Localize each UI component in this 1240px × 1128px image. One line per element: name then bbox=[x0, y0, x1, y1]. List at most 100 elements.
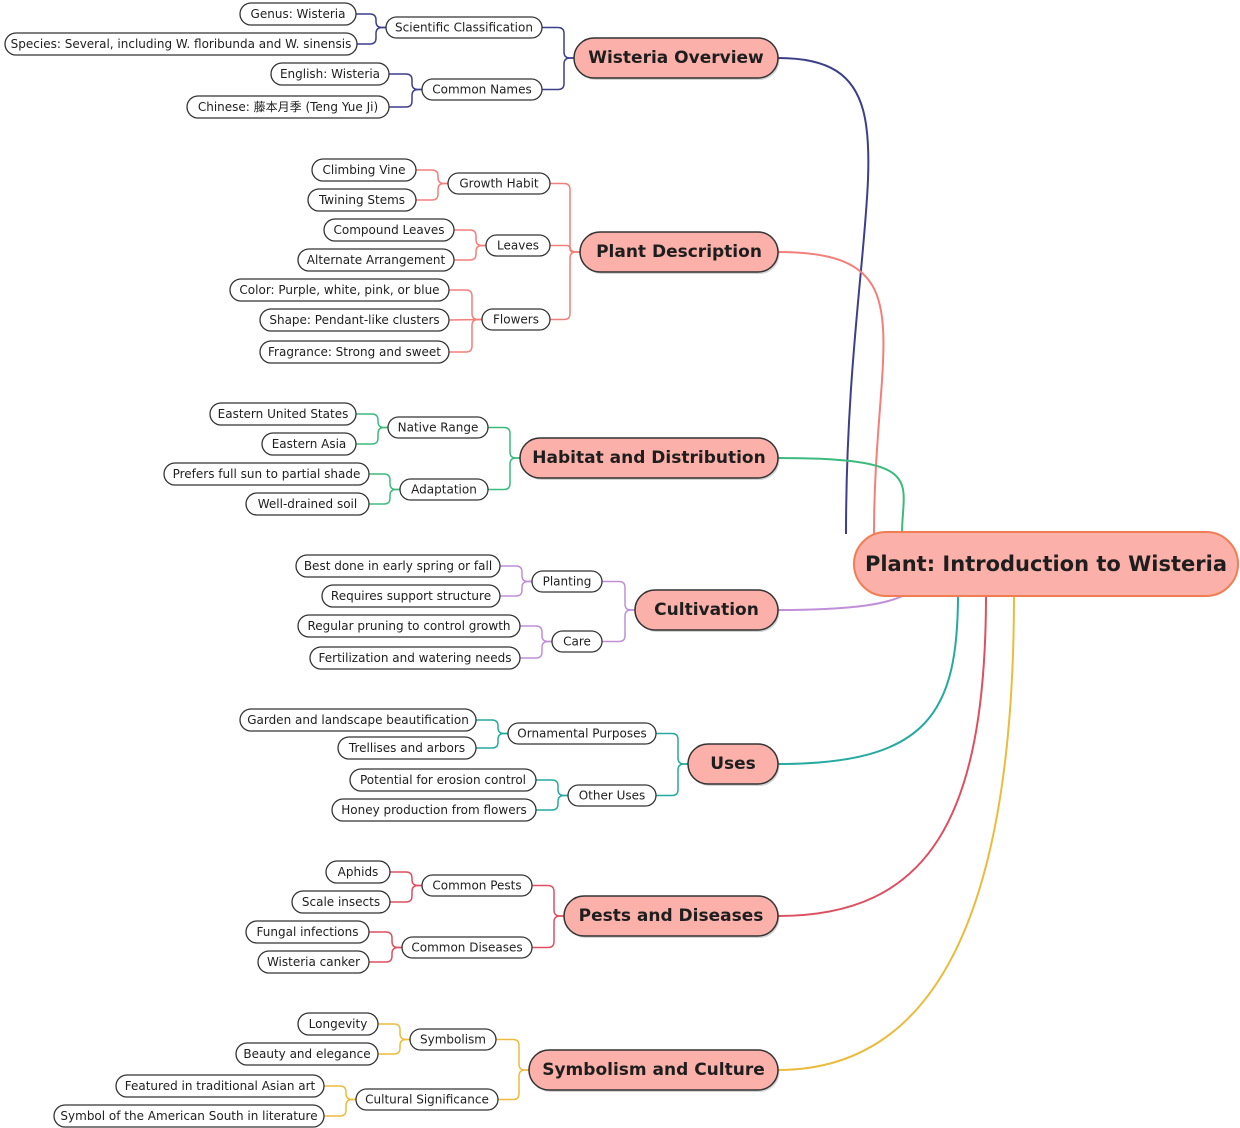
branch-habitat-and-distribution[interactable]: Habitat and Distribution bbox=[519, 437, 780, 480]
branch-uses[interactable]: Uses bbox=[687, 743, 780, 786]
leaf-well-drained-soil[interactable]: Well-drained soil bbox=[245, 492, 370, 516]
topic-common-diseases-label: Common Diseases bbox=[411, 941, 522, 955]
leaf-color-purple-white-pink-or-blue-shape bbox=[229, 278, 450, 302]
branch-uses-label: Uses bbox=[710, 754, 756, 774]
topic-common-pests-shape bbox=[421, 874, 533, 897]
topic-common-pests[interactable]: Common Pests bbox=[421, 874, 533, 897]
leaf-fragrance-strong-and-sweet-label: Fragrance: Strong and sweet bbox=[268, 345, 441, 359]
topic-adaptation[interactable]: Adaptation bbox=[399, 478, 489, 501]
leaf-english-wisteria[interactable]: English: Wisteria bbox=[270, 62, 390, 86]
leaf-climbing-vine[interactable]: Climbing Vine bbox=[311, 158, 417, 182]
edge-native-range-leaf-1 bbox=[356, 426, 388, 445]
root-node[interactable]: Plant: Introduction to Wisteria bbox=[853, 531, 1239, 597]
topic-ornamental-purposes[interactable]: Ornamental Purposes bbox=[507, 722, 657, 745]
edge-scientific-classification-leaf-1 bbox=[357, 26, 386, 45]
topic-cultural-significance[interactable]: Cultural Significance bbox=[355, 1088, 499, 1111]
edge-other-uses-leaf-0 bbox=[536, 779, 568, 797]
leaf-featured-in-traditional-asian-art[interactable]: Featured in traditional Asian art bbox=[115, 1074, 325, 1098]
branch-pests-and-diseases[interactable]: Pests and Diseases bbox=[563, 895, 780, 938]
edge-uses-ornamental-purposes bbox=[656, 732, 688, 765]
leaf-wisteria-canker[interactable]: Wisteria canker bbox=[257, 950, 370, 974]
topic-care[interactable]: Care bbox=[551, 630, 603, 653]
leaf-trellises-and-arbors[interactable]: Trellises and arbors bbox=[337, 736, 477, 760]
branch-wisteria-overview-shape bbox=[573, 37, 779, 79]
leaf-species-several-including-w-floribunda-a[interactable]: Species: Several, including W. floribund… bbox=[4, 32, 358, 56]
leaf-twining-stems-label: Twining Stems bbox=[318, 193, 405, 207]
branch-symbolism-and-culture[interactable]: Symbolism and Culture bbox=[528, 1049, 780, 1092]
topic-care-label: Care bbox=[563, 635, 591, 649]
branch-wisteria-overview[interactable]: Wisteria Overview bbox=[573, 37, 780, 80]
leaf-fungal-infections-label: Fungal infections bbox=[257, 925, 359, 939]
leaf-chinese-teng-yue-ji[interactable]: Chinese: 藤本月季 (Teng Yue Ji) bbox=[186, 95, 390, 119]
topic-leaves[interactable]: Leaves bbox=[485, 234, 551, 257]
topic-growth-habit-shape bbox=[447, 172, 551, 195]
leaf-longevity-label: Longevity bbox=[309, 1017, 368, 1031]
leaf-aphids-shape bbox=[325, 860, 391, 884]
leaf-eastern-united-states-shape bbox=[209, 402, 357, 426]
leaf-chinese-teng-yue-ji-label: Chinese: 藤本月季 (Teng Yue Ji) bbox=[198, 100, 378, 114]
topic-native-range-shape bbox=[387, 416, 489, 439]
branch-cultivation[interactable]: Cultivation bbox=[634, 589, 780, 632]
leaf-alternate-arrangement[interactable]: Alternate Arrangement bbox=[297, 248, 455, 272]
edge-planting-leaf-0 bbox=[500, 565, 532, 583]
leaf-regular-pruning-to-control-growth[interactable]: Regular pruning to control growth bbox=[297, 614, 521, 638]
leaf-fungal-infections-shape bbox=[245, 920, 370, 944]
leaf-garden-and-landscape-beautification[interactable]: Garden and landscape beautification bbox=[239, 708, 477, 732]
leaf-potential-for-erosion-control-label: Potential for erosion control bbox=[360, 773, 526, 787]
topic-planting[interactable]: Planting bbox=[531, 570, 603, 593]
topic-scientific-classification-shape bbox=[385, 16, 543, 39]
edge-pests-and-diseases-common-diseases bbox=[532, 915, 564, 949]
leaf-symbol-of-the-american-south-in-literatu[interactable]: Symbol of the American South in literatu… bbox=[53, 1104, 325, 1128]
topic-symbolism[interactable]: Symbolism bbox=[409, 1028, 497, 1051]
branch-plant-description[interactable]: Plant Description bbox=[579, 231, 780, 274]
leaf-twining-stems[interactable]: Twining Stems bbox=[307, 188, 417, 212]
leaf-fertilization-and-watering-needs-label: Fertilization and watering needs bbox=[319, 651, 512, 665]
topic-common-diseases[interactable]: Common Diseases bbox=[401, 936, 533, 959]
leaf-eastern-asia-label: Eastern Asia bbox=[272, 437, 347, 451]
topic-ornamental-purposes-label: Ornamental Purposes bbox=[517, 727, 646, 741]
branch-habitat-and-distribution-label: Habitat and Distribution bbox=[532, 448, 765, 468]
leaf-requires-support-structure[interactable]: Requires support structure bbox=[321, 584, 501, 608]
leaf-honey-production-from-flowers[interactable]: Honey production from flowers bbox=[331, 798, 537, 822]
leaf-best-done-in-early-spring-or-fall-label: Best done in early spring or fall bbox=[304, 559, 492, 573]
leaf-fragrance-strong-and-sweet[interactable]: Fragrance: Strong and sweet bbox=[259, 340, 450, 364]
topic-other-uses[interactable]: Other Uses bbox=[567, 784, 657, 807]
leaf-honey-production-from-flowers-label: Honey production from flowers bbox=[341, 803, 527, 817]
topic-cultural-significance-shape bbox=[355, 1088, 499, 1111]
topic-native-range[interactable]: Native Range bbox=[387, 416, 489, 439]
topic-growth-habit[interactable]: Growth Habit bbox=[447, 172, 551, 195]
topic-symbolism-shape bbox=[409, 1028, 497, 1051]
leaf-color-purple-white-pink-or-blue[interactable]: Color: Purple, white, pink, or blue bbox=[229, 278, 450, 302]
leaf-eastern-asia-shape bbox=[261, 432, 357, 456]
topic-scientific-classification[interactable]: Scientific Classification bbox=[385, 16, 543, 39]
leaf-eastern-united-states[interactable]: Eastern United States bbox=[209, 402, 357, 426]
leaf-best-done-in-early-spring-or-fall[interactable]: Best done in early spring or fall bbox=[295, 554, 501, 578]
leaf-longevity-shape bbox=[297, 1012, 379, 1036]
leaf-beauty-and-elegance[interactable]: Beauty and elegance bbox=[235, 1042, 379, 1066]
leaf-genus-wisteria[interactable]: Genus: Wisteria bbox=[239, 2, 357, 26]
edge-cultivation-planting bbox=[602, 580, 635, 611]
leaf-symbol-of-the-american-south-in-literatu-label: Symbol of the American South in literatu… bbox=[60, 1109, 317, 1123]
leaf-eastern-asia[interactable]: Eastern Asia bbox=[261, 432, 357, 456]
leaf-longevity[interactable]: Longevity bbox=[297, 1012, 379, 1036]
leaf-aphids[interactable]: Aphids bbox=[325, 860, 391, 884]
leaf-scale-insects[interactable]: Scale insects bbox=[291, 890, 391, 914]
leaf-potential-for-erosion-control[interactable]: Potential for erosion control bbox=[349, 768, 537, 792]
leaf-genus-wisteria-label: Genus: Wisteria bbox=[251, 7, 346, 21]
topic-common-names[interactable]: Common Names bbox=[421, 78, 543, 101]
leaf-fungal-infections[interactable]: Fungal infections bbox=[245, 920, 370, 944]
leaf-featured-in-traditional-asian-art-label: Featured in traditional Asian art bbox=[125, 1079, 316, 1093]
leaf-regular-pruning-to-control-growth-shape bbox=[297, 614, 521, 638]
leaf-fertilization-and-watering-needs[interactable]: Fertilization and watering needs bbox=[309, 646, 521, 670]
topic-flowers[interactable]: Flowers bbox=[481, 308, 551, 331]
edge-other-uses-leaf-1 bbox=[536, 794, 568, 811]
leaf-prefers-full-sun-to-partial-shade[interactable]: Prefers full sun to partial shade bbox=[163, 462, 370, 486]
leaf-beauty-and-elegance-shape bbox=[235, 1042, 379, 1066]
leaf-compound-leaves[interactable]: Compound Leaves bbox=[323, 218, 455, 242]
edge-plant-description-growth-habit bbox=[550, 182, 580, 253]
edge-uses-other-uses bbox=[656, 763, 688, 797]
leaf-eastern-united-states-label: Eastern United States bbox=[218, 407, 349, 421]
leaf-shape-pendant-like-clusters[interactable]: Shape: Pendant-like clusters bbox=[259, 308, 450, 332]
